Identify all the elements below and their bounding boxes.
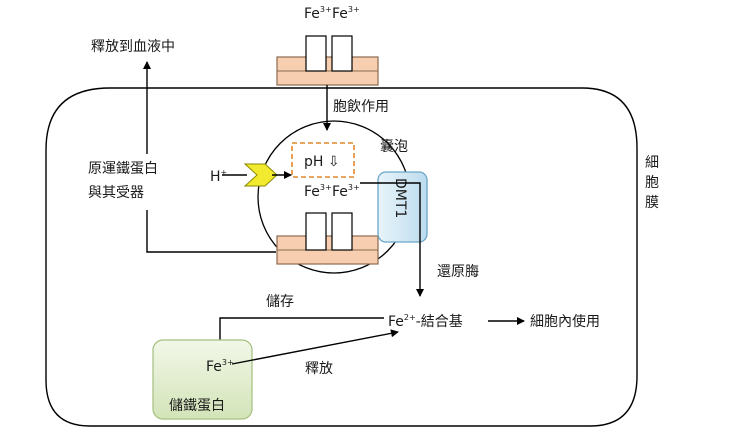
storage-label: 儲存 [266, 294, 294, 310]
top-receptor-slot-left [305, 35, 327, 72]
vesicle-fe3-right: Fe3+ [332, 183, 360, 200]
receptor-label-line2: 與其受器 [88, 185, 144, 201]
vesicle-label: 囊泡 [380, 138, 408, 155]
release-label: 釋放 [305, 361, 333, 377]
release-arrow [231, 329, 399, 365]
cell-membrane-outline [45, 87, 638, 427]
vesicle-fe3-left: Fe3+ [304, 183, 332, 200]
dmt1-label: DMT1 [392, 178, 408, 218]
ferritin-label: 儲鐵蛋白 [169, 397, 225, 414]
release-to-blood-label: 釋放到血液中 [91, 39, 175, 55]
proton-label: H+ [210, 168, 227, 185]
top-transferrin-receptor [276, 35, 379, 86]
vesicle-receptor-slot-left [305, 212, 327, 251]
recycle-arrow [146, 210, 276, 253]
cell-membrane-label-char1: 細胞膜 [645, 155, 659, 211]
reductase-label: 還原脢 [437, 264, 479, 280]
fe2-chelate-label: Fe2+-結合基 [388, 313, 463, 330]
top-receptor-slot-right [331, 35, 353, 72]
top-fe3-right: Fe3+ [332, 5, 360, 22]
vesicle-receptor-slot-right [331, 212, 353, 251]
endocytosis-label: 胞飲作用 [333, 99, 389, 115]
top-fe3-left: Fe3+ [304, 5, 332, 22]
proton-pump-icon [243, 163, 278, 187]
ferritin-box [152, 339, 253, 420]
reductase-arrow [360, 182, 424, 297]
ferritin-fe3: Fe3+ [206, 358, 234, 375]
receptor-label-line1: 原運鐵蛋白 [88, 160, 158, 177]
vesicle-transferrin-receptor [276, 212, 379, 265]
cell-use-label: 細胞內使用 [530, 313, 600, 330]
ph-drop-label: pH ⇩ [304, 154, 340, 170]
dmt1-transporter [377, 171, 428, 243]
